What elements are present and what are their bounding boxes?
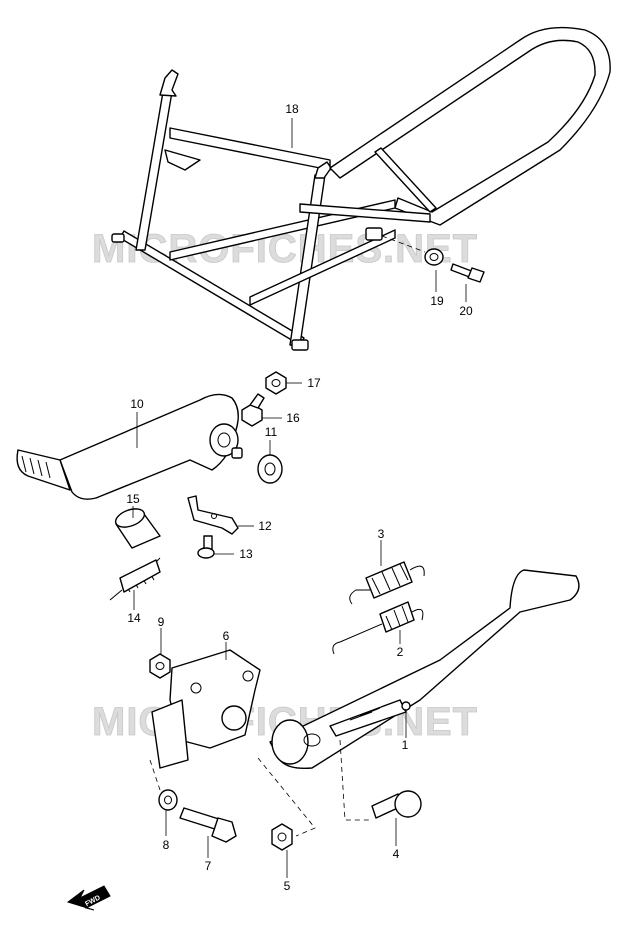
callout-3: 3 [378,527,385,541]
callout-11: 11 [265,425,278,439]
assembly-line-left [257,757,316,837]
part-5-nut [271,823,293,851]
part-17-nut [265,371,287,395]
callout-2: 2 [397,645,404,659]
part-13-screw [197,535,215,559]
part-12-bracket [187,495,239,535]
callout-9: 9 [158,615,165,629]
part-2-spring [332,601,424,655]
callout-15: 15 [126,492,140,506]
part-16-bolt [241,393,265,427]
part-11-washer [257,454,283,484]
part-3-spring [349,561,425,605]
forward-arrow-icon: FWD [66,885,111,911]
callout-8: 8 [163,838,170,852]
part-9-nut [149,653,171,679]
callout-6: 6 [223,629,230,643]
callout-1: 1 [402,738,409,752]
stand-frame [111,26,611,351]
part-19-cap [424,248,444,266]
part-7-bolt [179,807,237,843]
part-20-bolt [450,263,485,283]
callout-14: 14 [127,611,141,625]
part-14-spring [109,557,161,601]
callout-12: 12 [258,519,272,533]
kick-lever [16,393,243,500]
leader-lines [132,118,467,878]
callout-20: 20 [459,304,473,318]
bracket-plate [149,649,261,791]
callout-18: 18 [285,102,299,116]
callout-17: 17 [307,376,321,390]
callout-7: 7 [205,859,212,873]
part-4-pivot-bolt [371,790,422,819]
part-15-collar [114,508,161,549]
callout-16: 16 [286,411,300,425]
callout-13: 13 [239,547,253,561]
side-stand [269,569,580,770]
callout-19: 19 [430,294,444,308]
callout-5: 5 [284,879,291,893]
assembly-line-right [339,739,372,821]
callout-10: 10 [130,397,144,411]
callout-4: 4 [393,847,400,861]
part-8-washer [158,789,178,811]
